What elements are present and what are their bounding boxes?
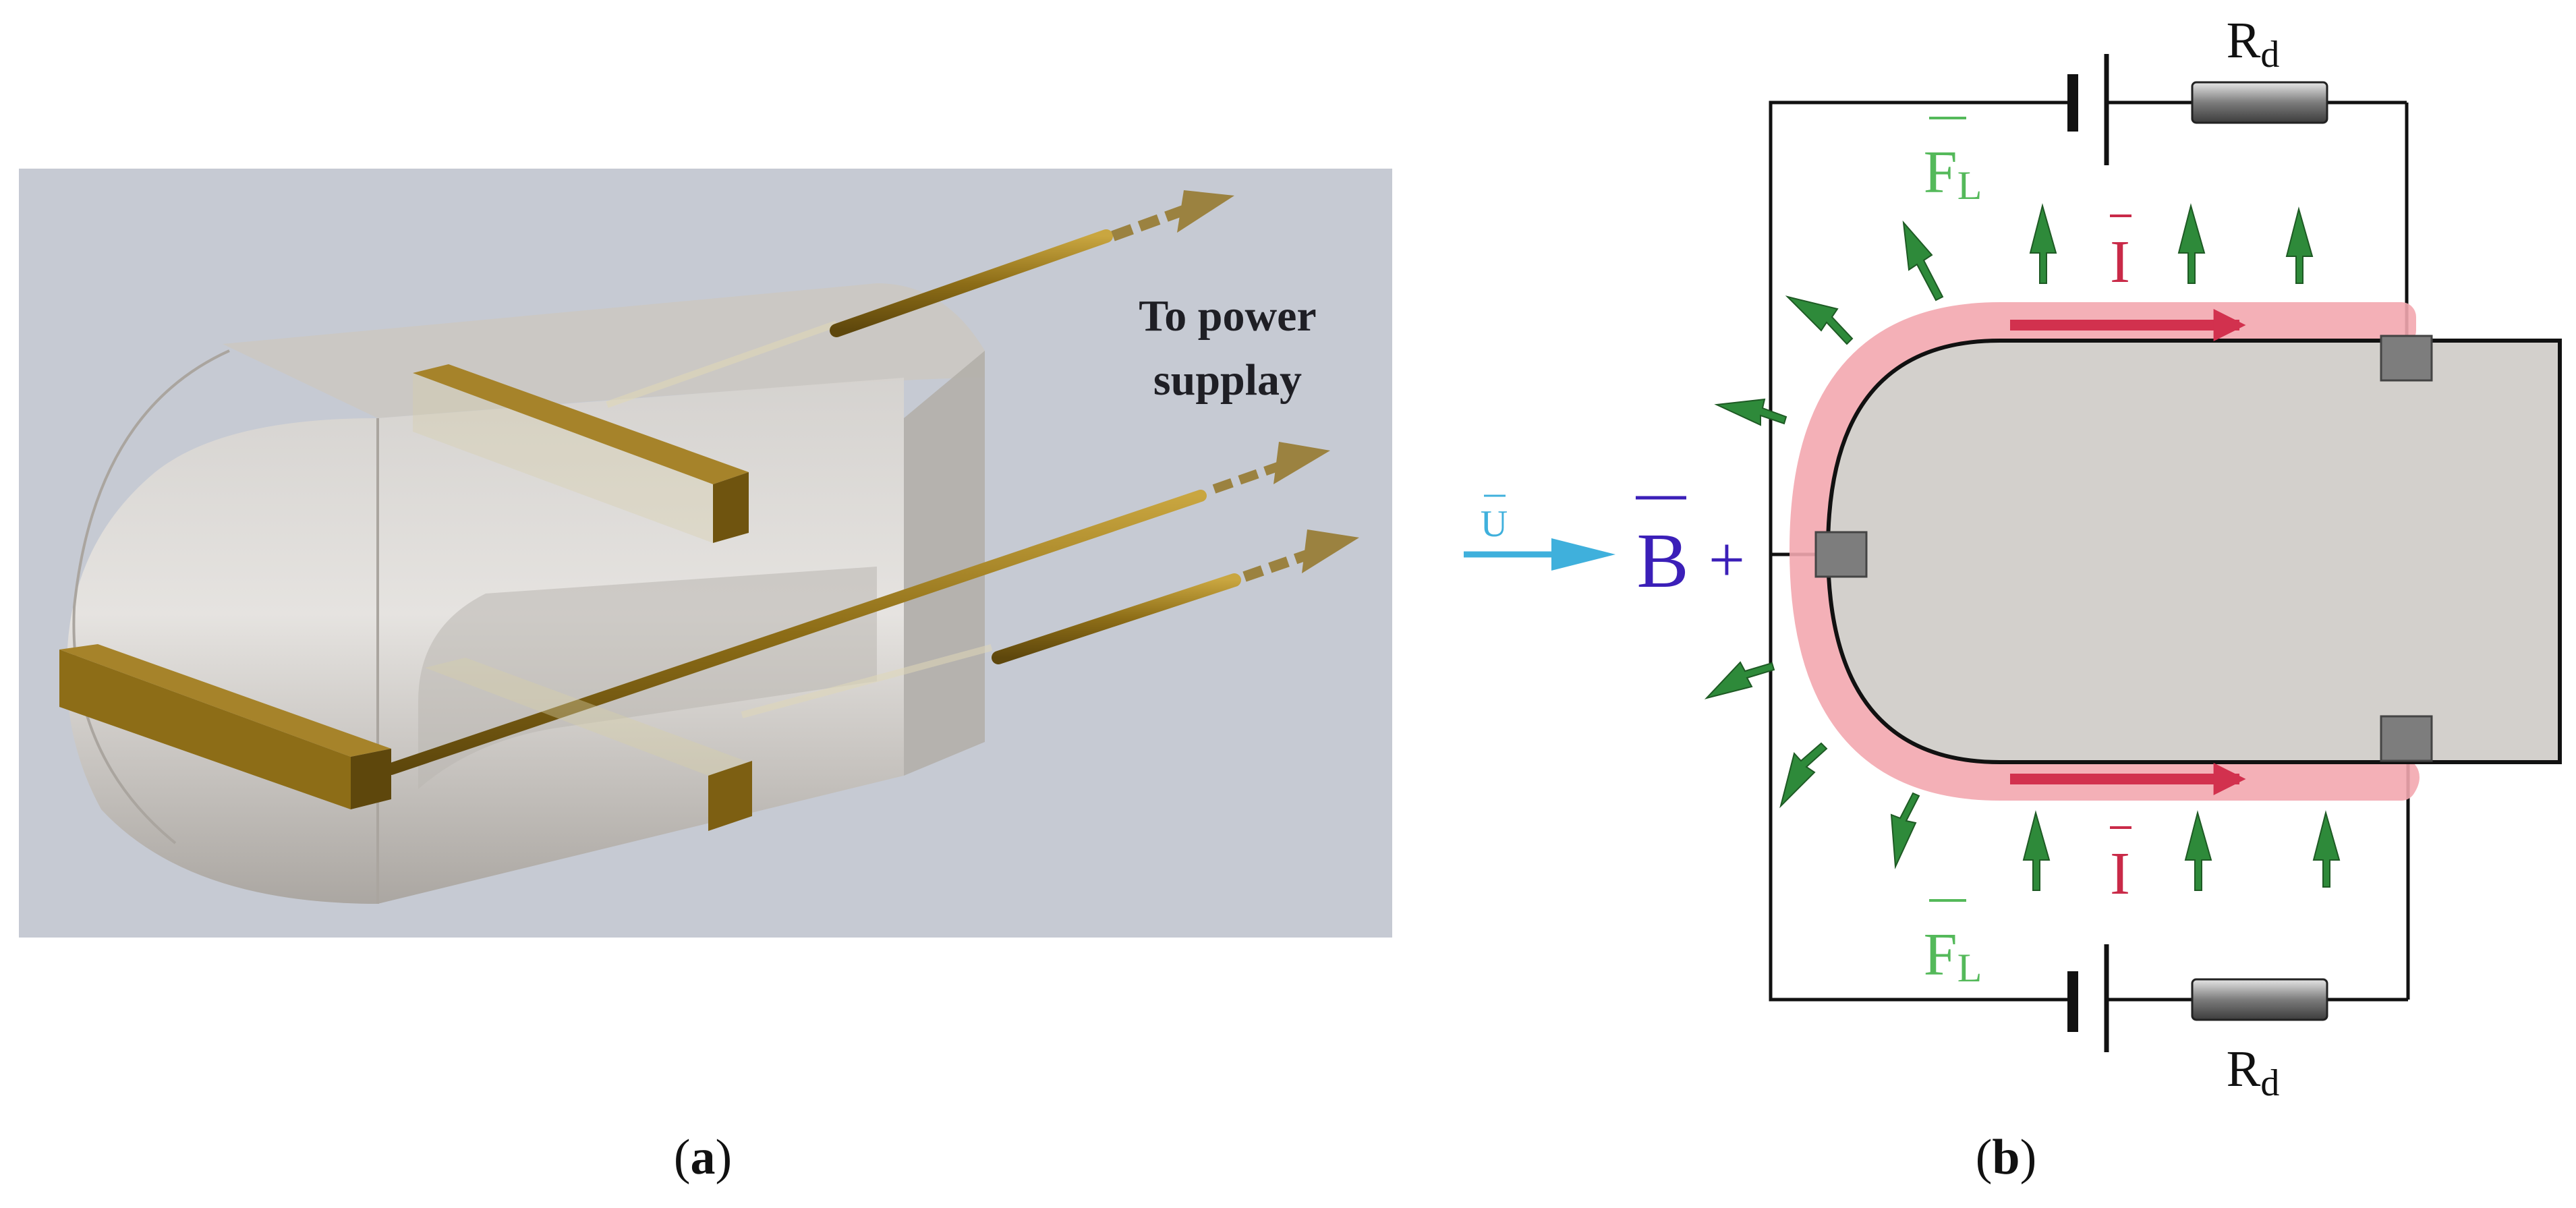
resistor-bottom-label: Rd [2227,1041,2280,1104]
top-electrode [413,364,749,543]
rod-middle [385,442,1330,775]
electrode-center [1814,531,1868,578]
velocity-label: U [1481,503,1508,545]
rod-middle-arrowhead [1273,442,1330,484]
resistor-bottom-label-sub: d [2260,1062,2279,1104]
caption-b: (b) [1976,1130,2036,1185]
rod-lower-arrowhead [1302,529,1359,573]
force-label-top-main: F [1924,139,1957,206]
rod-top [606,190,1234,408]
force-arrow [1890,792,1920,869]
electrode-top-right [2380,335,2433,382]
front-electrode-top [59,644,391,757]
caption-b-open: ( [1976,1130,1993,1185]
force-arrow [1902,220,1944,301]
force-arrow [2184,810,2212,891]
force-arrows [1704,203,2341,891]
rod-top-arrowhead [1177,190,1234,233]
caption-a-letter: a [691,1130,716,1185]
body-cross-section [1825,339,2562,764]
resistor-bottom [2191,978,2328,1021]
rod-middle-dash [1212,461,1284,494]
polarity-label: + [1709,523,1745,596]
panel-b: Rd Rd I I FL [1464,12,2562,1185]
resistor-bottom-label-main: R [2227,1041,2261,1097]
battery-bottom [2067,944,2109,1052]
force-arrow [1714,398,1787,426]
lower-electrode-front [708,761,752,831]
battery-top [2067,54,2109,165]
front-electrode [59,644,391,809]
wire-top [1769,100,2071,1002]
rod-lower-inner [741,644,993,718]
lower-electrode-ghost [425,658,749,776]
front-electrode-end [351,749,391,809]
force-label-top: FL [1924,139,1982,208]
body-right-face [904,351,985,776]
caption-a-open: ( [674,1130,691,1185]
resistor-top-label: Rd [2227,12,2280,76]
force-arrow [2285,206,2314,284]
body-nose-edge [72,349,230,844]
field-label: B [1636,518,1688,604]
force-arrow [1779,742,1828,809]
caption-b-letter: b [1992,1130,2020,1185]
force-arrow [2177,203,2206,284]
plasma-layer [1790,302,2420,801]
force-arrow [2029,203,2057,284]
rod-lower-outer [992,573,1241,664]
caption-a: (a) [674,1130,732,1185]
force-label-bottom-sub: L [1957,946,1982,990]
rod-lower [741,529,1359,718]
resistor-top [2191,81,2328,124]
force-arrow [1704,661,1775,699]
caption-b-close: ) [2020,1130,2037,1185]
rod-top-outer [830,229,1113,337]
top-electrode-ghost [413,373,713,543]
electrode-bottom-right [2380,715,2433,762]
rod-lower-dash [1242,549,1311,582]
annotation-line-1: To power [1139,291,1316,341]
caption-a-close: ) [716,1130,733,1185]
force-label-bottom-main: F [1924,921,1957,988]
lower-electrode [425,658,752,831]
force-arrow [1785,295,1854,345]
force-arrow [2022,810,2051,891]
rod-middle-body [385,490,1207,775]
annotation-line-2: supplay [1153,355,1302,405]
resistor-top-label-main: R [2227,12,2261,69]
force-arrow [2312,810,2341,888]
velocity-arrow-head [1551,538,1615,571]
force-label-top-sub: L [1957,163,1982,208]
body-top-face [223,283,985,418]
force-label-bottom: FL [1924,921,1982,990]
top-electrode-front [713,472,749,543]
top-electrode-top [413,364,749,484]
rod-top-inner [606,320,838,408]
front-electrode-face [59,650,351,809]
panel-a: To power supplay (a) [19,169,1392,1185]
current-label-top: I [2110,229,2130,295]
resistor-top-label-sub: d [2260,34,2279,76]
rod-top-dash [1111,204,1189,241]
current-label-bottom: I [2110,840,2130,907]
